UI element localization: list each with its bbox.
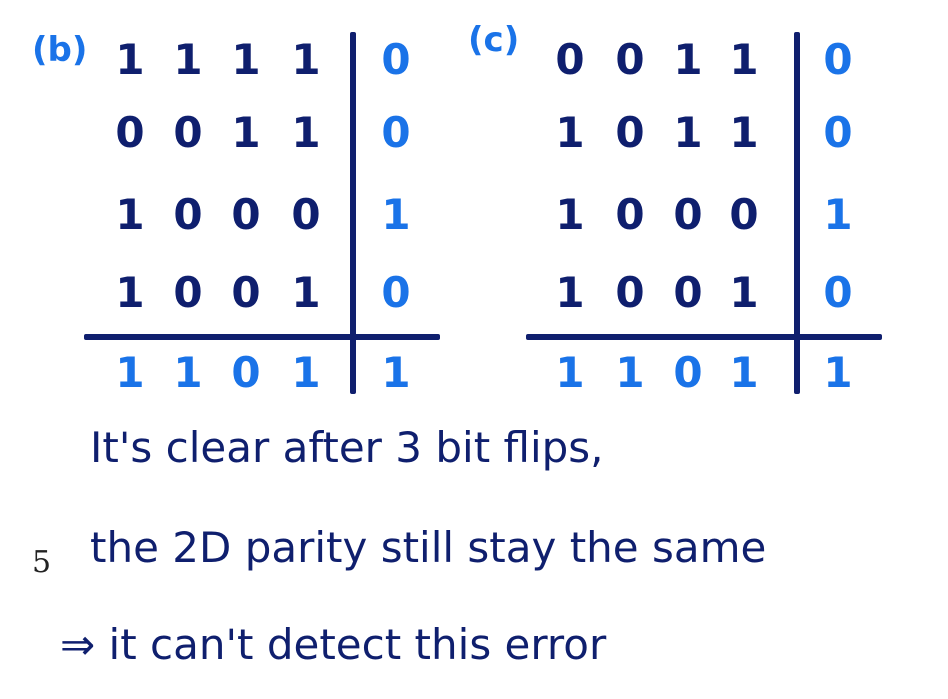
row-parity-bit: 1: [381, 190, 411, 239]
data-bit: 1: [291, 108, 321, 157]
row-parity-bit: 0: [823, 108, 853, 157]
data-bit: 0: [615, 268, 645, 317]
data-bit: 0: [173, 268, 203, 317]
data-bit: 0: [173, 108, 203, 157]
data-bit: 0: [115, 108, 145, 157]
data-bit: 0: [291, 190, 321, 239]
row-parity-bit: 0: [823, 268, 853, 317]
data-bit: 0: [231, 190, 261, 239]
column-parity-bit: 0: [231, 348, 261, 397]
data-bit: 1: [729, 108, 759, 157]
data-bit: 0: [673, 268, 703, 317]
line-number: 5: [32, 545, 52, 580]
note-line-2: the 2D parity still stay the same: [90, 523, 767, 572]
data-bit: 1: [231, 35, 261, 84]
grid-b-vertical-divider: [350, 32, 356, 394]
data-bit: 1: [555, 268, 585, 317]
column-parity-bit: 1: [291, 348, 321, 397]
data-bit: 1: [729, 268, 759, 317]
note-line-1: It's clear after 3 bit flips,: [90, 423, 604, 472]
panel-c-label: (c): [468, 20, 520, 60]
row-parity-bit: 0: [381, 108, 411, 157]
data-bit: 1: [115, 35, 145, 84]
column-parity-bit: 1: [615, 348, 645, 397]
column-parity-bit: 1: [555, 348, 585, 397]
data-bit: 1: [673, 108, 703, 157]
panel-b-label: (b): [32, 30, 88, 70]
corner-parity-bit: 1: [381, 348, 411, 397]
data-bit: 0: [555, 35, 585, 84]
row-parity-bit: 0: [381, 268, 411, 317]
column-parity-bit: 1: [173, 348, 203, 397]
data-bit: 1: [555, 108, 585, 157]
data-bit: 1: [291, 35, 321, 84]
data-bit: 1: [555, 190, 585, 239]
data-bit: 0: [231, 268, 261, 317]
data-bit: 1: [115, 190, 145, 239]
data-bit: 1: [115, 268, 145, 317]
corner-parity-bit: 1: [823, 348, 853, 397]
data-bit: 0: [615, 190, 645, 239]
data-bit: 1: [729, 35, 759, 84]
data-bit: 0: [173, 190, 203, 239]
data-bit: 1: [673, 35, 703, 84]
column-parity-bit: 0: [673, 348, 703, 397]
data-bit: 0: [729, 190, 759, 239]
data-bit: 1: [291, 268, 321, 317]
row-parity-bit: 1: [823, 190, 853, 239]
row-parity-bit: 0: [381, 35, 411, 84]
grid-b-horizontal-divider: [84, 334, 440, 340]
note-line-3: ⇒ it can't detect this error: [60, 620, 607, 669]
column-parity-bit: 1: [115, 348, 145, 397]
data-bit: 0: [615, 108, 645, 157]
data-bit: 0: [615, 35, 645, 84]
row-parity-bit: 0: [823, 35, 853, 84]
data-bit: 0: [673, 190, 703, 239]
column-parity-bit: 1: [729, 348, 759, 397]
data-bit: 1: [173, 35, 203, 84]
grid-c-horizontal-divider: [526, 334, 882, 340]
grid-c-vertical-divider: [794, 32, 800, 394]
data-bit: 1: [231, 108, 261, 157]
